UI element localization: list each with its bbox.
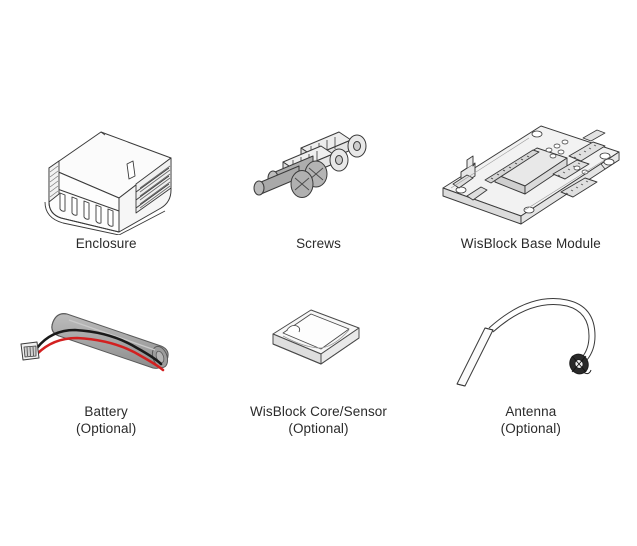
caption-screws: Screws [296, 235, 341, 252]
part-optional-battery: (Optional) [76, 421, 137, 436]
part-cell-screws: Screws [212, 110, 424, 278]
module-chip-illustration [212, 278, 424, 403]
part-label-wisblock-core-sensor: WisBlock Core/Sensor [249, 404, 388, 419]
enclosure-illustration [0, 110, 212, 235]
part-label-antenna: Antenna [505, 404, 557, 419]
caption-enclosure: Enclosure [76, 235, 137, 252]
part-label-enclosure: Enclosure [75, 236, 137, 251]
caption-wisblock-base-module: WisBlock Base Module [461, 235, 601, 252]
caption-battery: Battery (Optional) [76, 403, 136, 437]
pcb-board-illustration [425, 110, 637, 235]
parts-row-top: Enclosure [0, 110, 637, 278]
battery-illustration [0, 278, 212, 403]
antenna-illustration [425, 278, 637, 403]
part-optional-antenna: (Optional) [500, 421, 561, 436]
parts-row-bottom: Battery (Optional) [0, 278, 637, 438]
part-cell-wisblock-core-sensor: WisBlock Core/Sensor (Optional) [212, 278, 424, 438]
part-cell-antenna: Antenna (Optional) [425, 278, 637, 438]
caption-wisblock-core-sensor: WisBlock Core/Sensor (Optional) [250, 403, 387, 437]
part-cell-battery: Battery (Optional) [0, 278, 212, 438]
part-label-wisblock-base-module: WisBlock Base Module [460, 236, 601, 251]
part-cell-enclosure: Enclosure [0, 110, 212, 278]
part-optional-wisblock-core-sensor: (Optional) [288, 421, 349, 436]
part-label-battery: Battery [84, 404, 128, 419]
part-cell-wisblock-base-module: WisBlock Base Module [425, 110, 637, 278]
part-label-screws: Screws [296, 236, 341, 251]
caption-antenna: Antenna (Optional) [501, 403, 561, 437]
parts-grid: Enclosure [0, 110, 637, 438]
screws-illustration [212, 110, 424, 235]
